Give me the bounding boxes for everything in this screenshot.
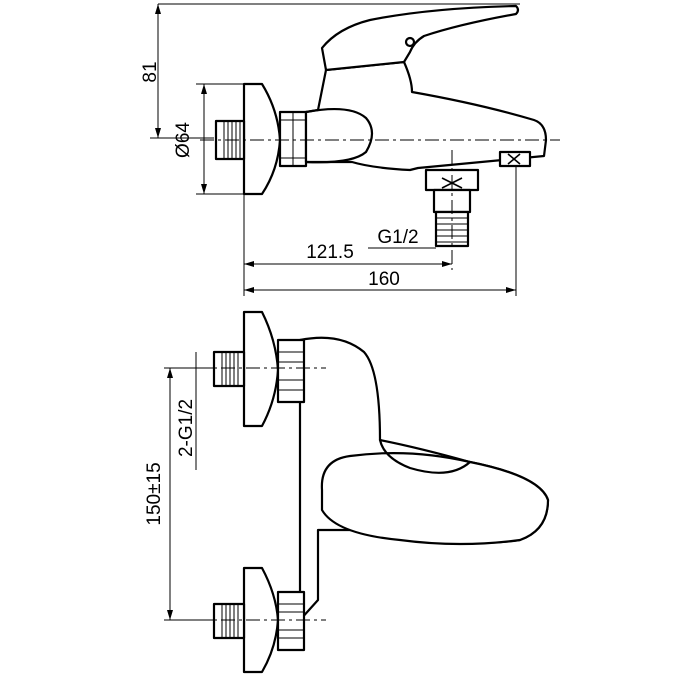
dim-centers-150: 150±15 <box>144 367 214 621</box>
front-upper-thread <box>212 350 246 388</box>
dim-150-label: 150±15 <box>144 462 165 525</box>
dim-thread-2g12: 2-G1/2 <box>176 352 197 470</box>
side-connection-nut <box>278 110 308 168</box>
side-view: 81 Ø64 G1/2 121.5 <box>140 3 560 296</box>
side-aerator <box>498 150 532 168</box>
front-upper-flange <box>242 310 280 428</box>
dim-height-81: 81 <box>140 3 520 139</box>
dim-81-label: 81 <box>140 61 161 82</box>
front-lever-edge <box>378 438 472 474</box>
dim-length-160: 160 <box>244 166 517 296</box>
dim-length-121-5: 121.5 <box>243 194 452 296</box>
side-lever-handle <box>320 4 520 72</box>
front-lower-nut <box>276 590 306 652</box>
side-body-shoulder <box>304 108 374 164</box>
front-view: 150±15 2-G1/2 <box>144 310 550 674</box>
side-handle-screw <box>404 36 416 48</box>
front-lever-handle <box>320 452 550 546</box>
thread-2g12-label: 2-G1/2 <box>176 399 197 457</box>
dim-diameter-64: Ø64 <box>173 83 244 195</box>
dim-160-label: 160 <box>368 269 400 290</box>
side-wall-flange <box>242 82 282 196</box>
front-lower-thread <box>212 602 246 640</box>
thread-g12-label: G1/2 <box>377 227 418 248</box>
dim-64-label: Ø64 <box>173 122 194 158</box>
dim-thread-g12: G1/2 <box>368 227 436 249</box>
front-upper-nut <box>276 338 306 404</box>
dim-121-5-label: 121.5 <box>306 242 354 263</box>
